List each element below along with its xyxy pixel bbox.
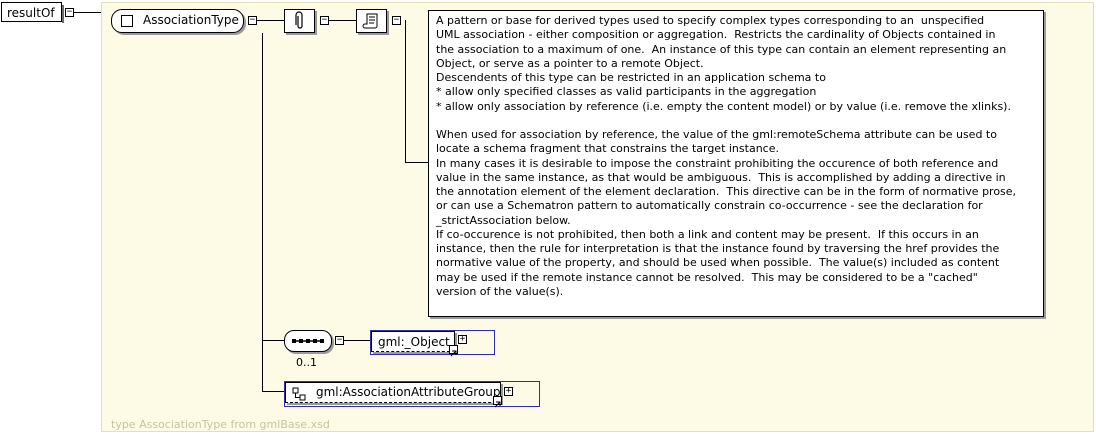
documentation-line: A pattern or base for derived types used… [436,14,985,27]
root-collapse-toggle[interactable]: − [65,7,74,17]
documentation-line: normative value of the property, and sho… [436,256,1000,270]
sequence-cardinality: 0..1 [296,356,317,369]
object-element-expand-toggle[interactable]: + [458,334,467,344]
attribute-group-branch [262,391,284,392]
annotation-collapse-toggle[interactable]: − [320,15,329,25]
scroll-icon [362,13,378,29]
complex-type-icon [121,15,133,27]
documentation-line: instance, then the rule for interpretati… [436,242,1000,255]
documentation-line: the annotation element of the element de… [436,185,1017,198]
attribute-group-ref[interactable]: gml:AssociationAttributeGroup [285,382,502,408]
annotation-node[interactable] [284,9,315,33]
root-connector [74,12,101,13]
complex-type-connector [257,20,284,21]
documentation-line: UML association - either composition or … [436,28,996,42]
documentation-collapse-toggle[interactable]: − [392,15,401,25]
root-element-resultOf[interactable]: resultOf [1,2,62,22]
documentation-text: A pattern or base for derived types used… [428,10,1044,317]
attribute-group-icon [292,387,306,401]
documentation-line: or can use a Schematron pattern to autom… [436,199,983,213]
sequence-branch [262,340,284,341]
documentation-line: Object, or serve as a pointer to a remot… [436,56,704,70]
doc-connector-horizontal [405,162,428,163]
object-element-ref[interactable]: gml:_Object [371,331,458,357]
attribute-group-label: gml:AssociationAttributeGroup [316,385,501,399]
sequence-icon [292,339,324,343]
doc-connector-vertical [405,20,406,163]
documentation-line: version of the value(s). [436,284,564,298]
documentation-line: _strictAssociation below. [436,213,571,227]
complex-type-collapse-toggle[interactable]: − [248,15,257,25]
documentation-line: value in the same instance, as that woul… [436,170,1006,184]
annotation-connector [329,20,356,21]
complex-type-label: AssociationType [143,13,239,27]
documentation-line: When used for association by reference, … [436,128,997,141]
documentation-line: In many cases it is desirable to impose … [436,156,999,170]
sequence-compositor[interactable] [284,330,332,352]
documentation-line: locate a schema fragment that constrains… [436,142,779,156]
documentation-line: If co-occurence is not prohibited, then … [436,227,979,241]
documentation-line: * allow only specified classes as valid … [436,85,817,99]
type-info-footer: type AssociationType from gmlBase.xsd [111,418,330,431]
documentation-line: the association to a maximum of one. An … [436,42,1007,56]
sequence-connector [344,340,370,341]
root-element-label: resultOf [7,6,55,20]
reference-arrow-icon [493,396,502,408]
root-shadow [62,5,64,23]
documentation-line: Descendents of this type can be restrict… [436,71,826,84]
documentation-line [436,114,1043,128]
content-trunk [262,33,263,391]
documentation-node[interactable] [356,9,387,33]
sequence-collapse-toggle[interactable]: − [335,335,344,345]
documentation-line: may be used if the remote instance canno… [436,270,978,284]
reference-arrow-icon [449,345,458,357]
paperclip-icon [295,11,303,29]
documentation-line: * allow only association by reference (i… [436,99,1011,113]
object-element-label: gml:_Object [378,335,450,349]
complex-type-association-type[interactable]: AssociationType [111,9,244,33]
attribute-group-expand-toggle[interactable]: + [504,386,513,396]
documentation-lines: A pattern or base for derived types used… [436,14,1043,299]
